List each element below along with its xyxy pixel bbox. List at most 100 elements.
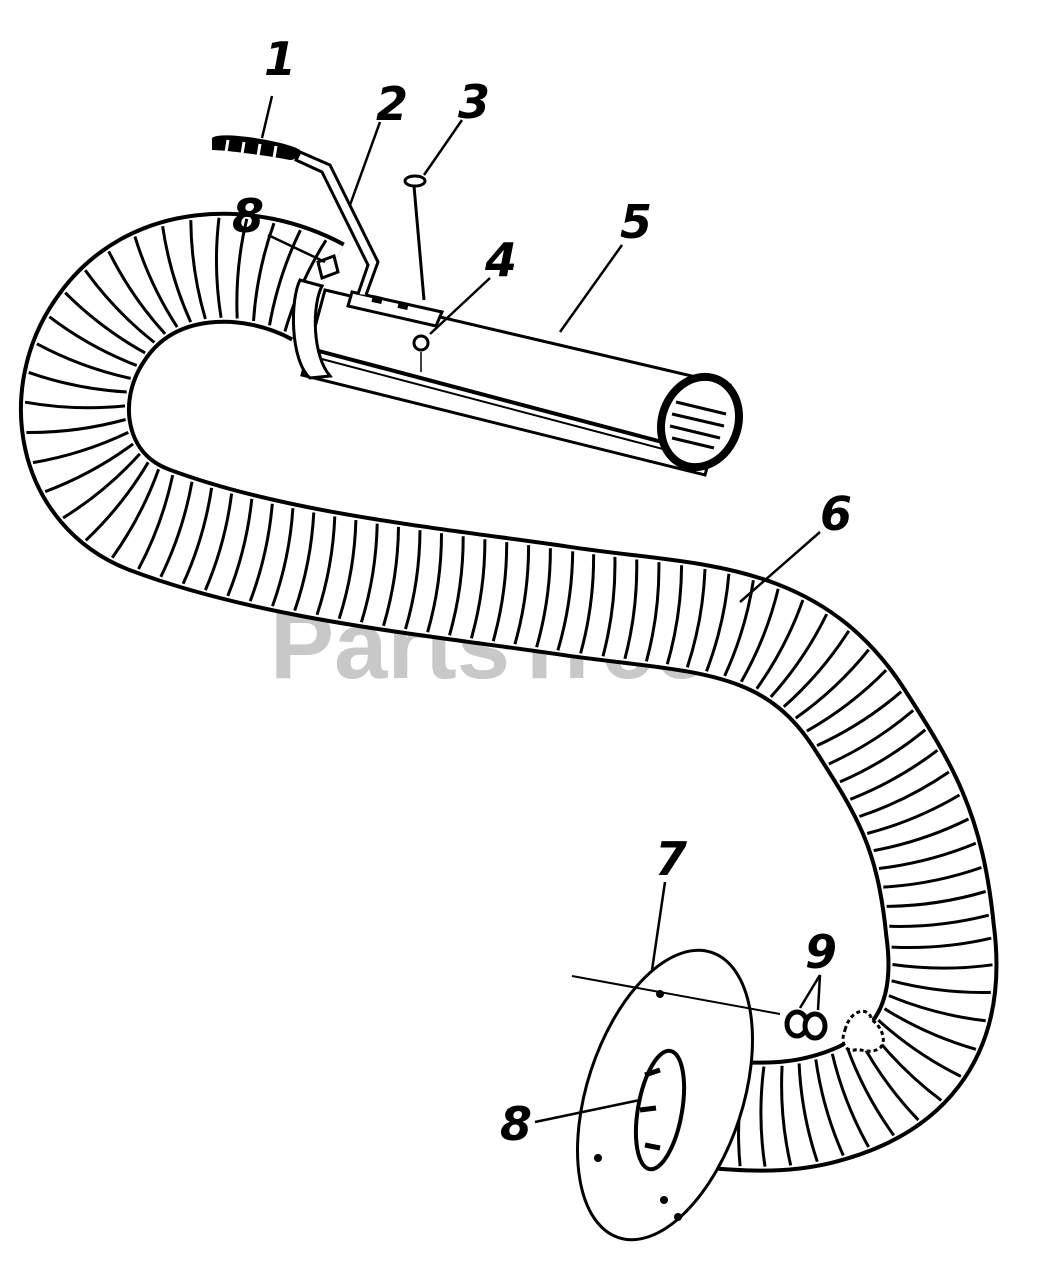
hose-corrugations [24, 217, 993, 1167]
hose-rib [28, 370, 127, 394]
hose-rib [780, 1065, 793, 1166]
hose-rib [623, 559, 639, 660]
leader-5 [558, 244, 624, 333]
leader-1 [260, 95, 274, 139]
flange-axis-line [571, 975, 781, 1015]
hose-rib [535, 548, 552, 648]
hose-rib [705, 573, 731, 672]
hose-rib [83, 269, 156, 344]
hose-rib [214, 217, 223, 319]
hose-rib [892, 963, 993, 970]
nut-9 [841, 1009, 885, 1053]
hose-rib [36, 342, 132, 380]
hose-rib [26, 418, 126, 435]
hose-rib [891, 936, 992, 950]
hose-rib [235, 218, 249, 319]
screw [403, 174, 427, 301]
callout-2: 2 [376, 77, 408, 131]
nozzle-tube [292, 278, 744, 477]
hose-rib [866, 793, 961, 835]
leader-8-top [267, 233, 326, 264]
hose-rib [24, 400, 126, 410]
flange-plate [571, 948, 781, 1242]
hose-rib [601, 556, 617, 657]
leader-9a [798, 974, 822, 1009]
hose-rib [382, 526, 400, 627]
hose-rib [665, 565, 684, 665]
hose-rib [685, 568, 707, 668]
handle-bracket [346, 290, 445, 328]
hose-rib [828, 709, 915, 766]
hose-rib [883, 866, 982, 889]
hose-rib [248, 503, 274, 602]
hose-rib [469, 539, 487, 639]
hose-rib [359, 523, 379, 623]
callout-8-top: 8 [232, 189, 264, 243]
hose-rib [883, 1007, 977, 1051]
leader-2 [348, 121, 382, 206]
leader-8-bottom [534, 1098, 641, 1124]
bracket-slot-2 [397, 301, 409, 310]
hose-rib [268, 229, 302, 326]
flange-hole-1 [656, 990, 664, 998]
leader-3 [422, 119, 464, 176]
hose-rib [513, 545, 531, 645]
hose-rib [877, 1018, 962, 1078]
hose-rib [271, 508, 295, 607]
leader-9b [816, 974, 822, 1011]
leader-lines [260, 95, 822, 1124]
hose-rib [107, 250, 167, 335]
nozzle-grille [669, 400, 727, 450]
hose-rib [830, 1053, 870, 1148]
hose-rib [888, 994, 986, 1023]
hose-rib [337, 520, 358, 620]
nut [412, 334, 430, 372]
hose-rib [491, 542, 509, 642]
hose-rib [755, 599, 805, 690]
hose-rib [858, 770, 950, 818]
hose-rib [759, 1066, 767, 1167]
hose-rib [739, 588, 780, 683]
hose-rib [794, 648, 870, 720]
callout-8-bottom: 8 [500, 1097, 532, 1151]
hose-rib [426, 533, 443, 633]
flange-hole-2 [594, 1154, 602, 1162]
hose-rib [62, 452, 141, 520]
hose-rib [204, 493, 234, 591]
hose-rib [806, 669, 888, 733]
hose-rib [579, 554, 596, 654]
callout-3: 3 [458, 75, 490, 129]
leader-6 [739, 531, 821, 603]
hose-rib [891, 979, 991, 994]
hose-rib [404, 530, 422, 630]
hose-rib [110, 468, 161, 559]
hose-rib [845, 1046, 896, 1137]
bracket-slot-1 [371, 295, 383, 304]
hose-rib [137, 474, 175, 570]
leader-7 [650, 881, 667, 971]
flange-hole-4 [674, 1213, 682, 1221]
clamp-8-bottom [639, 1067, 661, 1151]
hose-rib [814, 1059, 845, 1157]
hose-rib [849, 749, 939, 801]
hose-rib [181, 487, 214, 585]
hose-rib [133, 236, 179, 328]
flange-collar [633, 1048, 687, 1172]
hose-rib [189, 220, 207, 320]
hose-rib [159, 481, 194, 578]
callout-9: 9 [805, 925, 837, 979]
hose-rib [782, 629, 851, 708]
hose-rib [64, 291, 146, 355]
hose-rib [293, 512, 316, 612]
hardware-9 [784, 1009, 885, 1053]
hose-rib [448, 536, 465, 636]
callout-4: 4 [484, 233, 517, 287]
callout-7: 7 [655, 832, 687, 886]
hose-rib [32, 430, 129, 465]
flange-hole-3 [660, 1196, 668, 1204]
handle-grip [212, 135, 300, 160]
hose-clamp-top [292, 278, 334, 380]
hose-rib [797, 1063, 819, 1163]
